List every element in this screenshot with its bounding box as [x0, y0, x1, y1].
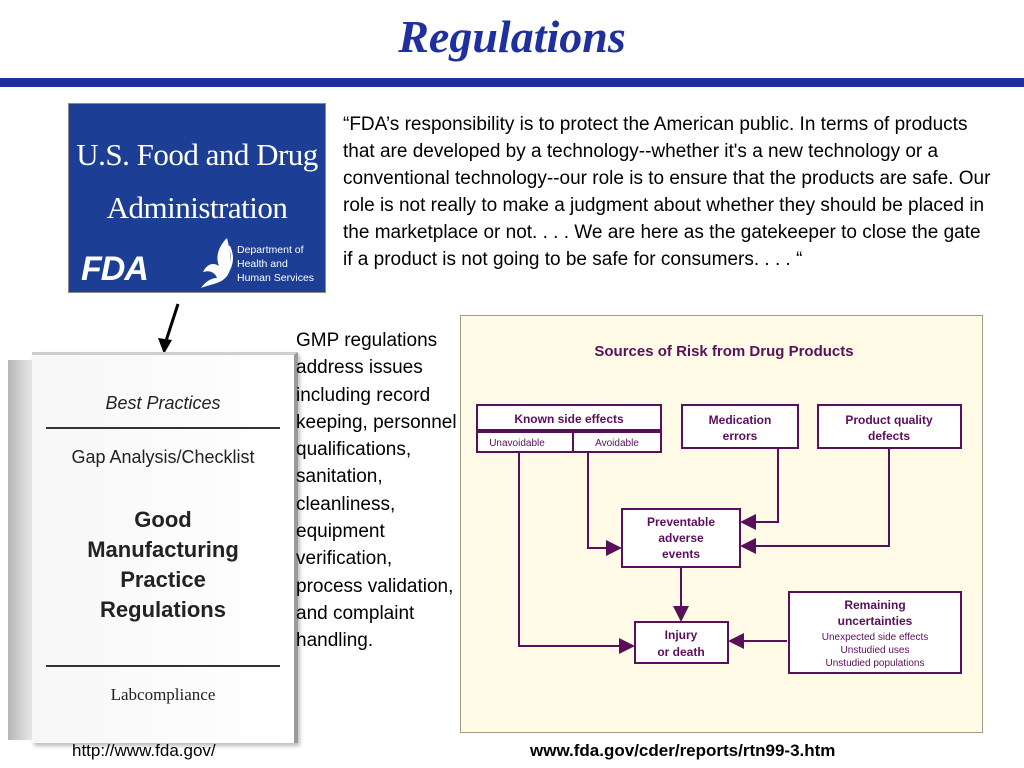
remaining-item-1: Unexpected side effects	[822, 632, 929, 643]
risk-diagram-svg: Sources of Risk from Drug Products Known…	[476, 343, 962, 674]
known-side-effects-box: Known side effects	[476, 404, 662, 431]
risk-diagram: Sources of Risk from Drug Products Known…	[460, 315, 983, 733]
medication-errors-box: Medication errors	[681, 404, 799, 449]
book-publisher: Labcompliance	[110, 685, 216, 704]
avoidable-box: Avoidable	[572, 431, 662, 453]
medication-label-2: errors	[723, 429, 758, 443]
product-quality-box: Product quality defects	[817, 404, 962, 449]
remaining-item-2: Unstudied uses	[841, 645, 910, 656]
medication-label-1: Medication	[709, 413, 772, 427]
cder-report-url-link[interactable]: www.fda.gov/cder/reports/rtn99-3.htm	[530, 741, 836, 760]
unavoidable-box: Unavoidable	[476, 431, 574, 453]
book-gap-analysis: Gap Analysis/Checklist	[71, 447, 255, 467]
book-gmp-line-3: Practice	[120, 567, 206, 592]
hhs-department-label: Department of Health and Human Services	[237, 243, 314, 285]
fda-url-link[interactable]: http://www.fda.gov/	[72, 741, 216, 760]
unavoidable-label: Unavoidable	[489, 438, 545, 449]
known-side-effects-label: Known side effects	[514, 412, 624, 426]
preventable-label-2: adverse	[658, 531, 704, 545]
hhs-eagle-icon	[201, 238, 233, 288]
quality-label-2: defects	[868, 429, 910, 443]
remaining-label-1: Remaining	[844, 598, 905, 612]
injury-label-2: or death	[657, 645, 704, 659]
arrow-down-icon	[158, 303, 180, 354]
connector-unavoidable-to-injury	[518, 452, 635, 654]
preventable-label-1: Preventable	[647, 515, 715, 529]
fda-logo: U.S. Food and Drug Administration FDA De…	[68, 103, 326, 293]
preventable-label-3: events	[662, 547, 700, 561]
connector-quality-to-preventable	[740, 448, 890, 554]
fda-logo-line2: Administration	[106, 190, 288, 225]
avoidable-label: Avoidable	[595, 438, 639, 449]
gmp-book-cover: Best Practices Gap Analysis/Checklist Go…	[8, 352, 298, 743]
book-gmp-line-1: Good	[134, 507, 192, 532]
remaining-item-3: Unstudied populations	[826, 658, 925, 669]
book-spine	[8, 360, 32, 740]
fda-logo-line1: U.S. Food and Drug	[76, 137, 318, 172]
book-divider-bottom	[46, 665, 280, 667]
connector-medication-to-preventable	[740, 448, 779, 530]
book-gmp-line-2: Manufacturing	[87, 537, 239, 562]
preventable-events-box: Preventable adverse events	[621, 508, 741, 568]
dept-line-2: Health and	[237, 258, 288, 270]
diagram-title: Sources of Risk from Drug Products	[594, 343, 853, 360]
gmp-description: GMP regulations address issues including…	[296, 330, 457, 652]
book-gmp-title: Good Manufacturing Practice Regulations	[32, 505, 294, 625]
slide-title: Regulations	[398, 11, 626, 62]
fda-quote: “FDA’s responsibility is to protect the …	[343, 114, 991, 270]
dept-line-3: Human Services	[237, 272, 315, 284]
remaining-uncertainties-box: Remaining uncertainties Unexpected side …	[788, 591, 962, 674]
connector-avoidable-to-preventable	[587, 452, 622, 556]
book-gmp-line-4: Regulations	[100, 597, 226, 622]
remaining-label-2: uncertainties	[838, 614, 913, 628]
injury-death-box: Injury or death	[634, 621, 729, 664]
quality-label-1: Product quality	[845, 413, 933, 427]
title-divider	[0, 78, 1024, 87]
book-best-practices: Best Practices	[105, 393, 221, 413]
injury-label-1: Injury	[665, 628, 698, 642]
dept-line-1: Department of	[237, 244, 304, 256]
book-divider-top	[46, 427, 280, 429]
fda-mark: FDA	[81, 250, 149, 288]
book-front: Best Practices Gap Analysis/Checklist Go…	[32, 352, 298, 743]
